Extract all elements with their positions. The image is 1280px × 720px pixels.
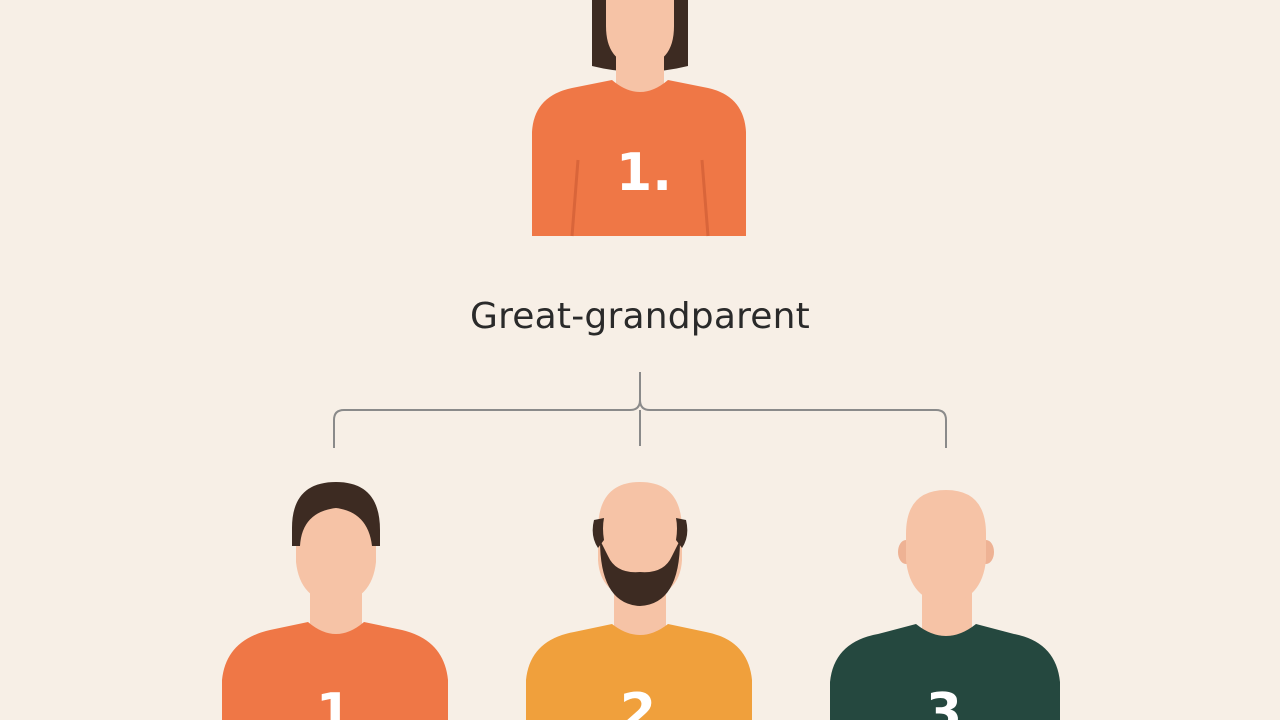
child-person-1: 1 xyxy=(222,482,448,720)
child-2-shirt-number: 2 xyxy=(620,683,656,720)
connector-bracket xyxy=(333,372,947,448)
root-shirt-fold-right xyxy=(700,159,710,237)
child-1-hair xyxy=(292,482,380,546)
child-1-shirt xyxy=(222,622,448,720)
connector-right-arm xyxy=(650,409,947,448)
connector-stem xyxy=(629,372,641,411)
connector-stem-right xyxy=(639,399,651,411)
root-shirt xyxy=(532,80,746,236)
root-shirt-number: 1. xyxy=(616,143,672,203)
child-2-hair-sides xyxy=(592,518,688,548)
child-2-shirt xyxy=(526,624,752,720)
child-1-shirt-number: 1 xyxy=(316,683,352,720)
child-3-head xyxy=(906,490,986,604)
child-3-shirt xyxy=(830,624,1060,720)
child-2-beard xyxy=(600,540,680,606)
root-shirt-fold-left xyxy=(570,159,580,237)
root-face xyxy=(606,0,674,66)
child-person-2: 2 xyxy=(526,482,752,720)
connector-left-arm xyxy=(333,409,630,448)
child-3-shirt-number: 3 xyxy=(926,683,962,720)
child-person-3: 3 xyxy=(830,490,1060,720)
child-1-face xyxy=(296,498,376,604)
root-label: Great-grandparent xyxy=(469,296,810,337)
root-person: 1. xyxy=(532,0,746,237)
